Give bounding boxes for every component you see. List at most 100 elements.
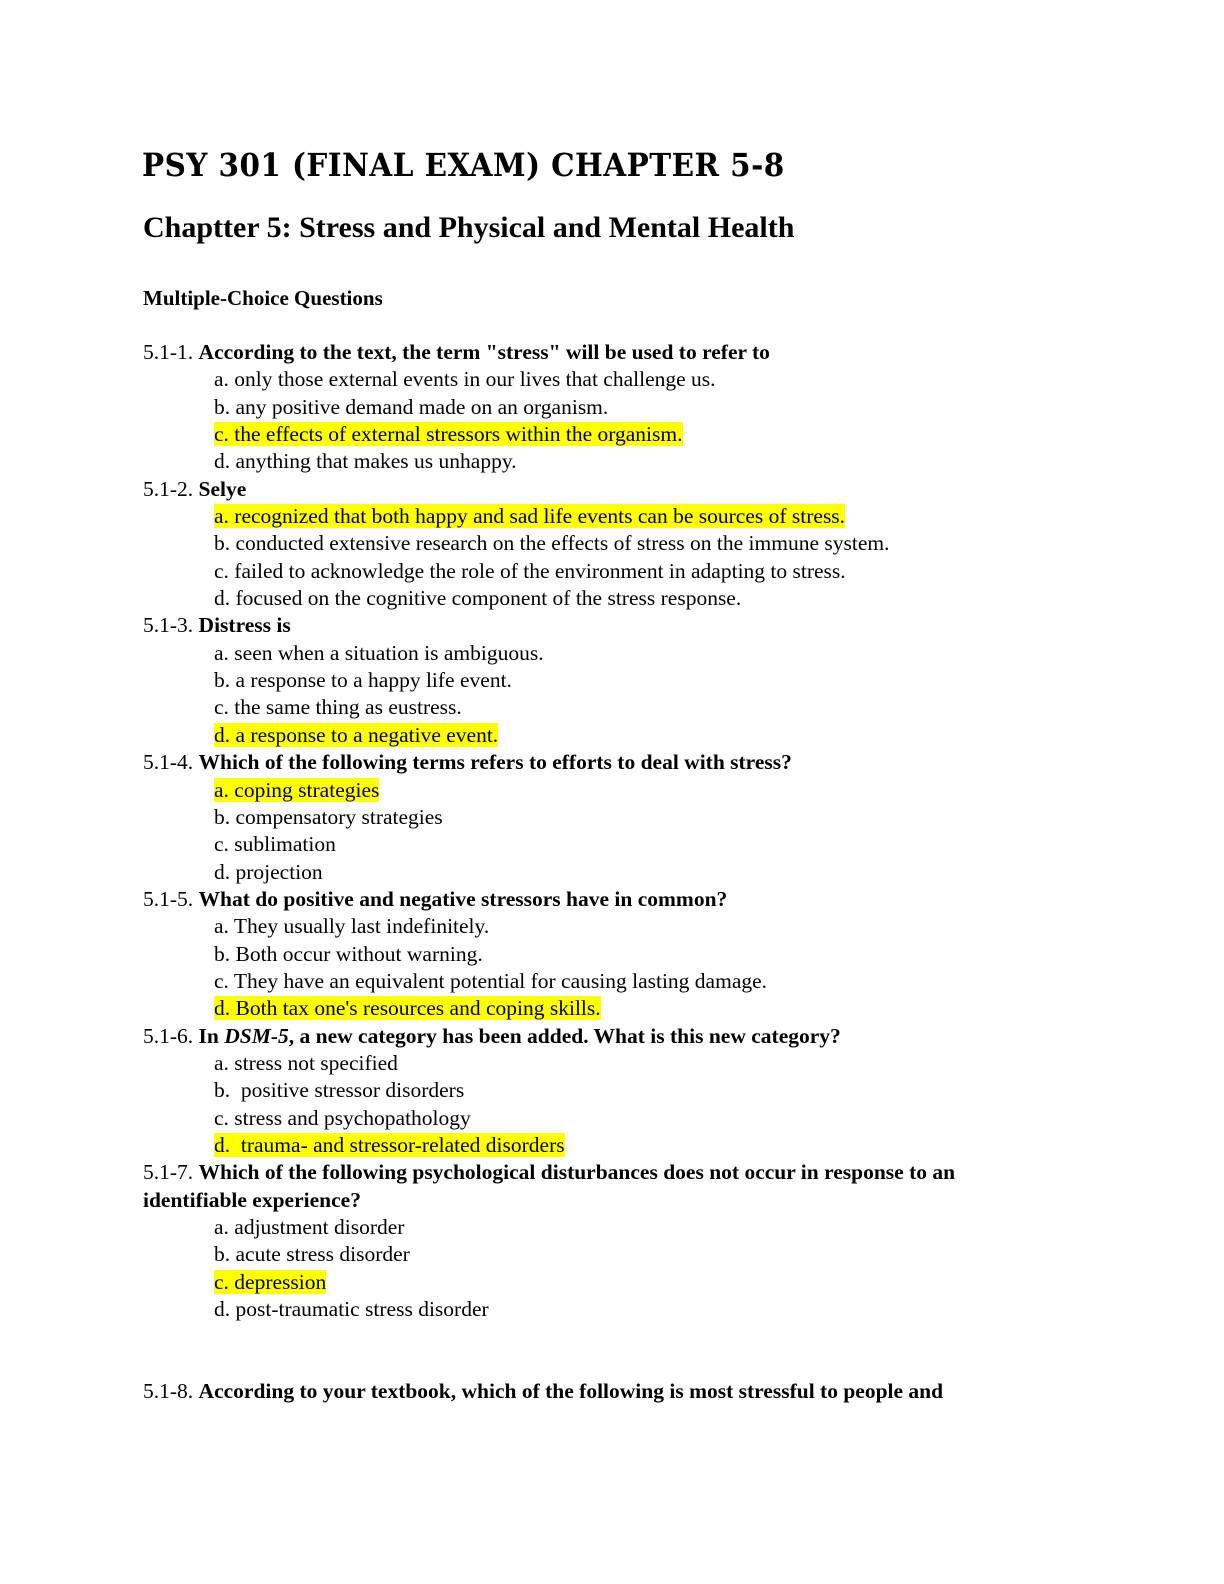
answer-option: a. They usually last indefinitely. [143,913,1043,940]
answer-option: c. stress and psychopathology [143,1105,1043,1132]
option-text: c. sublimation [214,832,336,857]
answer-option: b. any positive demand made on an organi… [143,394,1043,421]
option-text: a. stress not specified [214,1050,398,1075]
question: 5.1-7. Which of the following psychologi… [143,1159,1043,1323]
stem-text: , a new category has been added. What is… [288,1023,841,1048]
option-text: c. They have an equivalent potential for… [214,968,768,993]
question-header: 5.1-1. According to the text, the term "… [143,339,1043,366]
option-text: d. post-traumatic stress disorder [214,1297,489,1322]
question-number: 5.1-1. [143,340,199,364]
question-list: 5.1-1. According to the text, the term "… [143,339,1043,1323]
option-text: d. Both tax one's resources and coping s… [214,996,601,1021]
option-text: a. They usually last indefinitely. [214,914,490,939]
answer-option: c. sublimation [143,831,1043,858]
question-number: 5.1-7. [143,1160,199,1185]
stem-text: According to the text, the term "stress"… [198,340,770,364]
question: 5.1-1. According to the text, the term "… [143,339,1043,476]
answer-option-correct: d. a response to a negative event. [143,722,1043,749]
option-text: d. trauma- and stressor-related disorder… [214,1132,565,1157]
question-stem: According to the text, the term "stress"… [199,340,770,364]
stem-text: Which of the following psychological dis… [143,1160,956,1212]
answer-option-correct: c. the effects of external stressors wit… [143,421,1043,448]
answer-option: c. the same thing as eustress. [143,694,1043,721]
option-text: a. adjustment disorder [214,1215,405,1239]
answer-option: b. a response to a happy life event. [143,667,1043,694]
question-header: 5.1-4. Which of the following terms refe… [143,749,1043,776]
option-text: c. failed to acknowledge the role of the… [214,558,846,583]
option-text: b. conducted extensive research on the e… [214,531,890,556]
question-number: 5.1-2. [143,476,199,501]
answer-option: b. acute stress disorder [143,1241,1043,1268]
answer-option-correct: a. recognized that both happy and sad li… [143,503,1043,530]
option-text: b. a response to a happy life event. [214,668,512,693]
answer-option: b. compensatory strategies [143,804,1043,831]
stem-text: Which of the following terms refers to e… [198,750,792,775]
option-text: b. compensatory strategies [214,804,443,829]
option-text: d. focused on the cognitive component of… [214,586,742,611]
answer-option: c. They have an equivalent potential for… [143,968,1043,995]
document-title: PSY 301 (FINAL EXAM) CHAPTER 5-8 [142,146,785,184]
answer-option: b. Both occur without warning. [143,941,1043,968]
question-number: 5.1-6. [143,1023,199,1048]
question-stem: In DSM-5, a new category has been added.… [199,1024,841,1048]
question-stem: Selye [199,477,247,501]
answer-option: a. stress not specified [143,1050,1043,1077]
option-text: d. a response to a negative event. [214,722,499,747]
option-text: a. seen when a situation is ambiguous. [214,640,544,665]
question: 5.1-4. Which of the following terms refe… [143,749,1043,886]
option-text: b. acute stress disorder [214,1242,410,1267]
question: 5.1-8. According to your textbook, which… [143,1378,1043,1405]
section-heading: Multiple-Choice Questions [143,286,383,310]
question-stem: Which of the following psychological dis… [143,1160,955,1211]
question-header: 5.1-2. Selye [143,476,1043,503]
question-header: 5.1-5. What do positive and negative str… [143,886,1043,913]
option-text: b. any positive demand made on an organi… [214,394,609,419]
question-header: 5.1-3. Distress is [143,612,1043,639]
question-number: 5.1-8. [143,1379,194,1403]
question-stem: According to your textbook, which of the… [198,1379,944,1403]
answer-option: d. anything that makes us unhappy. [143,448,1043,475]
option-text: d. anything that makes us unhappy. [214,449,517,474]
question: 5.1-6. In DSM-5, a new category has been… [143,1023,1043,1160]
option-text: a. coping strategies [214,777,380,802]
answer-option: b. conducted extensive research on the e… [143,530,1043,557]
stem-text: Selye [198,476,247,501]
question-stem: Distress is [199,613,291,637]
option-text: b. Both occur without warning. [214,941,483,966]
chapter-heading: Chaptter 5: Stress and Physical and Ment… [143,211,795,244]
answer-option: a. seen when a situation is ambiguous. [143,640,1043,667]
option-text: a. recognized that both happy and sad li… [214,504,846,529]
option-text: b. positive stressor disorders [214,1078,465,1103]
stem-text: In [198,1023,225,1048]
stem-text: Distress is [198,613,291,638]
answer-option-correct: d. Both tax one's resources and coping s… [143,995,1043,1022]
question-stem: What do positive and negative stressors … [199,887,728,911]
option-text: a. only those external events in our liv… [214,367,716,392]
question: 5.1-5. What do positive and negative str… [143,886,1043,1023]
answer-option: d. focused on the cognitive component of… [143,585,1043,612]
question-header: 5.1-7. Which of the following psychologi… [143,1159,1043,1214]
answer-option: c. failed to acknowledge the role of the… [143,558,1043,585]
option-text: c. stress and psychopathology [214,1105,471,1130]
answer-option-correct: a. coping strategies [143,777,1043,804]
option-text: c. depression [214,1269,327,1294]
option-text: d. projection [214,859,323,884]
option-text: c. the same thing as eustress. [214,695,462,720]
answer-option: d. post-traumatic stress disorder [143,1296,1043,1323]
stem-text: DSM-5 [224,1023,289,1048]
question-number: 5.1-5. [143,886,199,911]
question-header: 5.1-6. In DSM-5, a new category has been… [143,1023,1043,1050]
answer-option-correct: c. depression [143,1269,1043,1296]
question-number: 5.1-3. [143,613,199,638]
answer-option: a. adjustment disorder [143,1214,1043,1241]
answer-option: b. positive stressor disorders [143,1077,1043,1104]
question-number: 5.1-4. [143,750,199,775]
question-stem: Which of the following terms refers to e… [199,750,792,774]
stem-text: What do positive and negative stressors … [198,886,728,911]
answer-option: d. projection [143,859,1043,886]
answer-option: a. only those external events in our liv… [143,366,1043,393]
answer-option-correct: d. trauma- and stressor-related disorder… [143,1132,1043,1159]
option-text: c. the effects of external stressors wit… [214,422,683,447]
